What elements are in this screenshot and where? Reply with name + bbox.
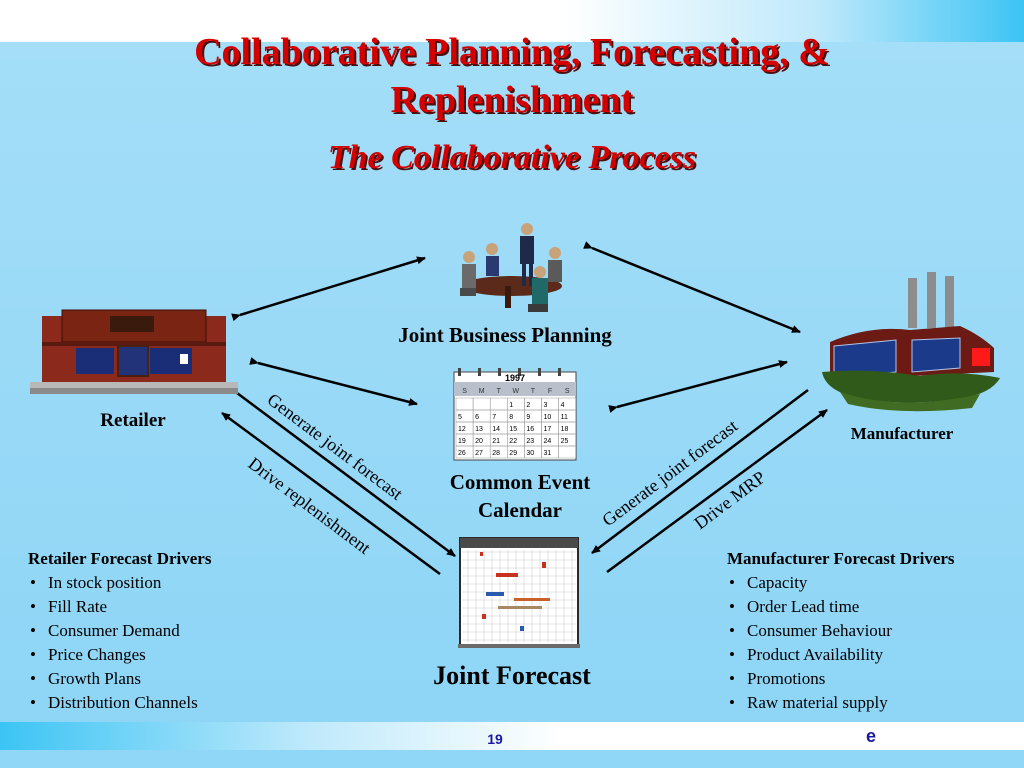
arrow-calendar-to-manufacturer [608,360,788,413]
calendar-date: 28 [492,450,500,457]
title-line-2: Replenishment [390,79,634,121]
title-line-1: Collaborative Planning, Forecasting, & [194,31,830,73]
calendar-date: 25 [561,438,569,445]
retailer-drivers-items: In stock positionFill RateConsumer Deman… [28,571,288,715]
calendar-date: 23 [526,438,534,445]
calendar-date: 21 [492,438,500,445]
calendar-date: 24 [544,438,552,445]
joint-business-planning-label: Joint Business Planning [398,323,612,347]
calendar-date: 17 [544,426,552,433]
calendar-date: 30 [526,450,534,457]
calendar-day-header: S [462,388,467,395]
retailer-drivers-list: Retailer Forecast Drivers In stock posit… [28,547,288,715]
retailer-driver-item: Growth Plans [28,667,288,691]
arrow-retailer-generate-forecast [236,391,456,558]
footer-logo: e [866,726,877,746]
calendar-date: 26 [458,450,466,457]
page-number: 19 [487,731,503,747]
calendar-date: 14 [492,426,500,433]
calendar-date: 22 [509,438,517,445]
retailer-label: Retailer [100,410,166,431]
calendar-date: 1 [509,402,513,409]
arrow-retailer-to-calendar [249,357,418,406]
calendar-date: 10 [544,414,552,421]
manufacturer-driver-item: Order Lead time [727,595,1017,619]
manufacturer-driver-item: Raw material supply [727,691,1017,715]
calendar-date: 12 [458,426,466,433]
manufacturer-driver-item: Product Availability [727,643,1017,667]
calendar-date: 4 [561,402,565,409]
calendar-date: 7 [492,414,496,421]
retailer-driver-item: Distribution Channels [28,691,288,715]
bottom-bar [0,722,1024,750]
calendar-date: 15 [509,426,517,433]
manufacturer-factory-icon [822,272,1000,412]
manufacturer-label: Manufacturer [850,424,954,443]
manufacturer-drivers-items: CapacityOrder Lead timeConsumer Behaviou… [727,571,1017,715]
calendar-day-header: W [513,388,520,395]
joint-forecast-label: Joint Forecast [433,661,591,690]
calendar-cell [558,445,576,459]
calendar-day-header: T [531,388,536,395]
arrow-manufacturer-generate-forecast [591,389,809,554]
retailer-driver-item: In stock position [28,571,288,595]
retailer-driver-item: Price Changes [28,643,288,667]
label-right-drive-mrp: Drive MRP [690,467,769,533]
footer-strip [0,750,1024,768]
calendar-day-header: M [479,388,485,395]
calendar-date: 5 [458,414,462,421]
calendar-date: 3 [544,402,548,409]
retailer-driver-item: Fill Rate [28,595,288,619]
calendar-date: 8 [509,414,513,421]
calendar-date: 16 [526,426,534,433]
calendar-date: 27 [475,450,483,457]
retailer-store-icon [30,309,238,394]
calendar-date: 31 [544,450,552,457]
calendar-date: 19 [458,438,466,445]
retailer-drivers-heading: Retailer Forecast Drivers [28,549,212,568]
subtitle: The Collaborative Process [327,139,697,176]
top-bar [0,0,1024,42]
calendar-rings [458,368,561,376]
calendar-date: 29 [509,450,517,457]
calendar-day-header: F [548,388,552,395]
calendar-date: 9 [526,414,530,421]
calendar-date: 20 [475,438,483,445]
calendar-day-header: S [565,388,570,395]
gantt-board-icon [458,537,580,648]
manufacturer-driver-item: Consumer Behaviour [727,619,1017,643]
arrow-jbp-to-manufacturer [583,241,801,334]
common-event-calendar-label-2: Calendar [478,498,562,522]
business-meeting-icon [460,223,562,312]
manufacturer-drivers-heading: Manufacturer Forecast Drivers [727,549,955,568]
arrow-retailer-to-jbp [231,256,426,322]
calendar-date: 2 [526,402,530,409]
calendar-year: 1997 [505,373,525,383]
manufacturer-driver-item: Capacity [727,571,1017,595]
calendar-date: 18 [561,426,569,433]
arrow-forecast-drive-replenishment [221,411,441,576]
common-event-calendar-label-1: Common Event [449,470,591,494]
calendar-date: 11 [561,414,568,421]
manufacturer-drivers-list: Manufacturer Forecast Drivers CapacityOr… [727,547,1017,715]
calendar-day-header: T [497,388,502,395]
arrow-forecast-drive-mrp [606,408,828,574]
calendar-date: 6 [475,414,479,421]
manufacturer-driver-item: Promotions [727,667,1017,691]
calendar-date: 13 [475,426,483,433]
arrows [221,241,828,576]
retailer-driver-item: Consumer Demand [28,619,288,643]
